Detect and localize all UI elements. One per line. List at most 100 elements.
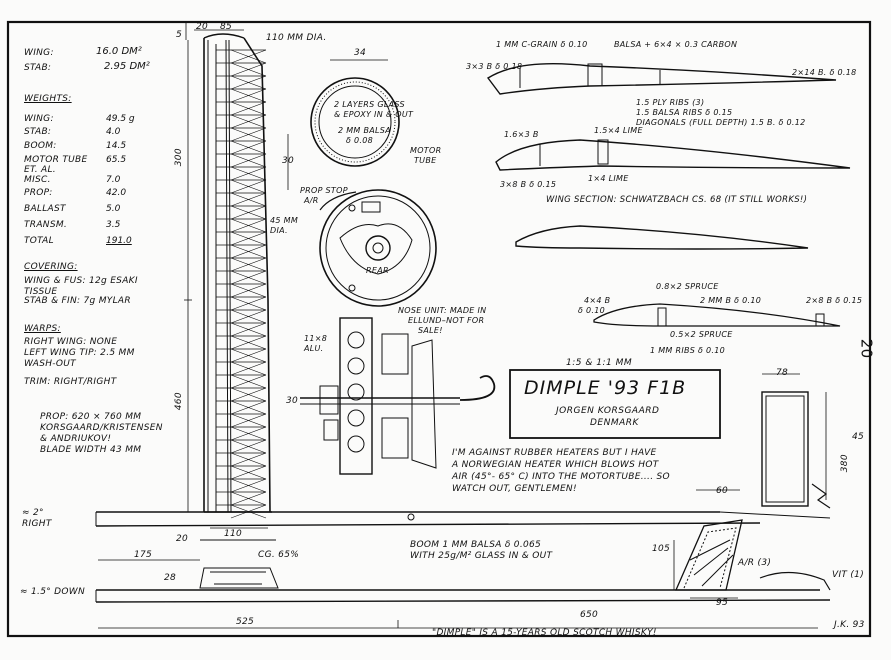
wn-section: WING SECTION: SCHWATZBACH CS. 68 (IT STI… (546, 195, 808, 205)
dim-60: 60 (716, 486, 729, 496)
wing-area-label: WING: (24, 48, 54, 58)
prop-line-1: PROP: 620 × 760 MM (40, 412, 142, 422)
dim-300: 300 (173, 148, 184, 167)
weight-label: BALLAST (24, 204, 66, 214)
wing-diagonal (230, 478, 267, 493)
covering-line-3: STAB & FIN: 7g MYLAR (24, 296, 131, 306)
weight-label: STAB: (24, 127, 52, 137)
wing-diagonal (230, 283, 267, 298)
dim-85: 85 (220, 22, 233, 32)
wing-diagonal (230, 244, 267, 259)
wn-b010: δ 0.10 (578, 306, 606, 315)
note-motor: MOTOR (410, 146, 442, 155)
note-balsa-b: δ 0.08 (346, 136, 374, 145)
note-prop-stop-ar: A/R (304, 196, 319, 205)
wing-section-3 (515, 225, 809, 250)
wing-diagonal (230, 75, 267, 90)
heater-note-1: I'M AGAINST RUBBER HEATERS BUT I HAVE (452, 448, 657, 458)
wing-diagonal (230, 374, 267, 389)
dim-380: 380 (839, 454, 850, 473)
wing-diagonal (230, 231, 267, 246)
note-boom-1: BOOM 1 MM BALSA δ 0.065 (410, 540, 542, 550)
note-tube: TUBE (414, 156, 437, 165)
weight-label: PROP: (24, 188, 53, 198)
weight-value: 3.5 (106, 220, 121, 230)
wing-diagonal (230, 114, 267, 129)
wing-section-1 (486, 63, 837, 95)
stab-section (593, 303, 841, 327)
note-rear: REAR (366, 266, 389, 275)
dim-20b: 20 (176, 534, 189, 544)
stab-area-value: 2.95 DM² (104, 61, 150, 72)
wn-b163: 1.6×3 B (504, 130, 539, 139)
wn-ply: 1.5 PLY RIBS (3) (636, 98, 705, 107)
note-prop-stop: PROP STOP (300, 186, 348, 195)
rear-disc (319, 189, 437, 307)
wing-diagonal (230, 361, 267, 376)
wing-diagonal (230, 257, 267, 272)
dim-45: 45 (852, 432, 865, 442)
wn-b448: 4×4 B (584, 296, 611, 305)
title-scale: 1:5 & 1:1 MM (566, 358, 633, 368)
warps-line-1: RIGHT WING: NONE (24, 337, 118, 347)
dim-20: 20 (196, 22, 209, 32)
wing-diagonal (230, 296, 267, 311)
weight-value: 42.0 (106, 188, 127, 198)
wn-spruce1: 0.8×2 SPRUCE (656, 282, 719, 291)
heater-note-4: WATCH OUT, GENTLEMEN! (452, 484, 577, 494)
wing-diagonal (230, 426, 267, 441)
heater-note-2: A NORWEGIAN HEATER WHICH BLOWS HOT (452, 460, 659, 470)
note-layers: 2 LAYERS GLASS (334, 100, 405, 109)
dim-5: 5 (176, 30, 183, 40)
weight-label: TOTAL (24, 236, 54, 246)
warps-line-3: WASH-OUT (24, 359, 76, 369)
dim-460: 460 (173, 392, 184, 411)
note-whisky: "DIMPLE" IS A 15-YEARS OLD SCOTCH WHISKY… (432, 628, 657, 638)
wing-diagonal (230, 101, 267, 116)
weight-value: 14.5 (106, 141, 127, 151)
dim-34: 34 (354, 48, 367, 58)
note-alu: ALU. (304, 344, 324, 353)
wn-b2mm: 2 MM B δ 0.10 (700, 296, 762, 305)
note-ar3: A/R (3) (738, 558, 772, 568)
weight-label: WING: (24, 114, 54, 124)
wing-diagonal (230, 218, 267, 233)
wn-b28: 2×8 B δ 0.15 (806, 296, 863, 305)
wn-lime1: 1.5×4 LIME (594, 126, 643, 135)
wn-b318: 3×8 B δ 0.15 (500, 180, 557, 189)
fuselage-side (95, 483, 831, 603)
title-box (509, 369, 721, 439)
wing-diagonal (230, 452, 267, 467)
dim-78: 78 (776, 368, 789, 378)
weight-label: BOOM: (24, 141, 57, 151)
weight-value: 191.0 (106, 236, 132, 246)
wn-cgrain: 1 MM C-GRAIN δ 0.10 (496, 40, 588, 49)
dim-105: 105 (652, 544, 671, 554)
nose-unit (300, 317, 496, 475)
prop-line-2: KORSGAARD/KRISTENSEN (40, 423, 163, 433)
title-main: DIMPLE '93 F1B (524, 377, 687, 399)
weight-value: 49.5 g (106, 114, 135, 124)
right-label: RIGHT (22, 519, 52, 529)
note-cg: CG. 65% (258, 550, 300, 560)
wing-diagonal (230, 49, 267, 64)
stab-planform (761, 391, 809, 507)
wn-lime2: 1×4 LIME (588, 174, 629, 183)
wing-diagonal (230, 322, 267, 337)
note-45mm: 45 MM (270, 216, 299, 225)
wing-diagonal (230, 153, 267, 168)
dim-30: 30 (282, 156, 295, 166)
right-angle: ≈ 2° (22, 508, 44, 518)
dim-175: 175 (134, 550, 153, 560)
wing-diagonal (230, 166, 267, 181)
wing-planform (200, 33, 276, 541)
note-110mm: 110 MM DIA. (266, 33, 327, 43)
covering-line-1: WING & FUS: 12g ESAKI (24, 276, 138, 286)
wing-diagonal (230, 491, 267, 506)
dim-650: 650 (580, 610, 599, 620)
wn-diag: DIAGONALS (FULL DEPTH) 1.5 B. δ 0.12 (636, 118, 806, 127)
wn-ribs-mm: 1 MM RIBS δ 0.10 (650, 346, 726, 355)
wn-balsa-carbon: BALSA + 6×4 × 0.3 CARBON (614, 40, 738, 49)
weight-value: 7.0 (106, 175, 121, 185)
wn-trail: 2×14 B. δ 0.18 (792, 68, 857, 77)
